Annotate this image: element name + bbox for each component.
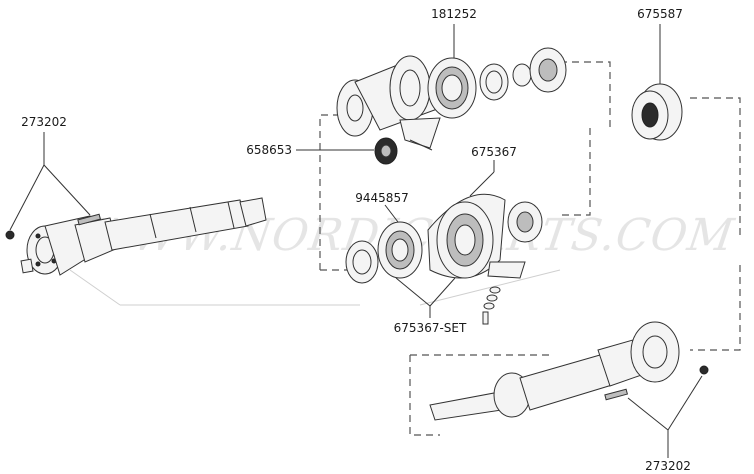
right-propeller-shaft <box>429 321 709 421</box>
label-181252: 181252 <box>431 7 477 21</box>
label-9445857: 9445857 <box>355 191 408 205</box>
bearing-181252 <box>427 57 477 119</box>
support-bearing-675367 <box>427 193 526 279</box>
seal-675587 <box>631 83 683 141</box>
label-675367: 675367 <box>471 145 517 159</box>
label-273202-top: 273202 <box>21 115 67 129</box>
nut-middle <box>507 201 543 243</box>
bolt-stack <box>482 286 501 325</box>
cap-658653 <box>374 137 398 165</box>
ghost-lines <box>69 269 561 306</box>
cone-housing <box>336 55 441 151</box>
label-658653: 658653 <box>246 143 292 157</box>
label-675587: 675587 <box>637 7 683 21</box>
rings-and-nut-top <box>479 47 567 101</box>
left-propeller-shaft <box>5 197 267 276</box>
leader-lines <box>9 24 703 458</box>
bearing-9445857 <box>345 221 423 284</box>
label-273202-bottom: 273202 <box>645 459 691 473</box>
label-675367-set: 675367-SET <box>394 321 467 335</box>
